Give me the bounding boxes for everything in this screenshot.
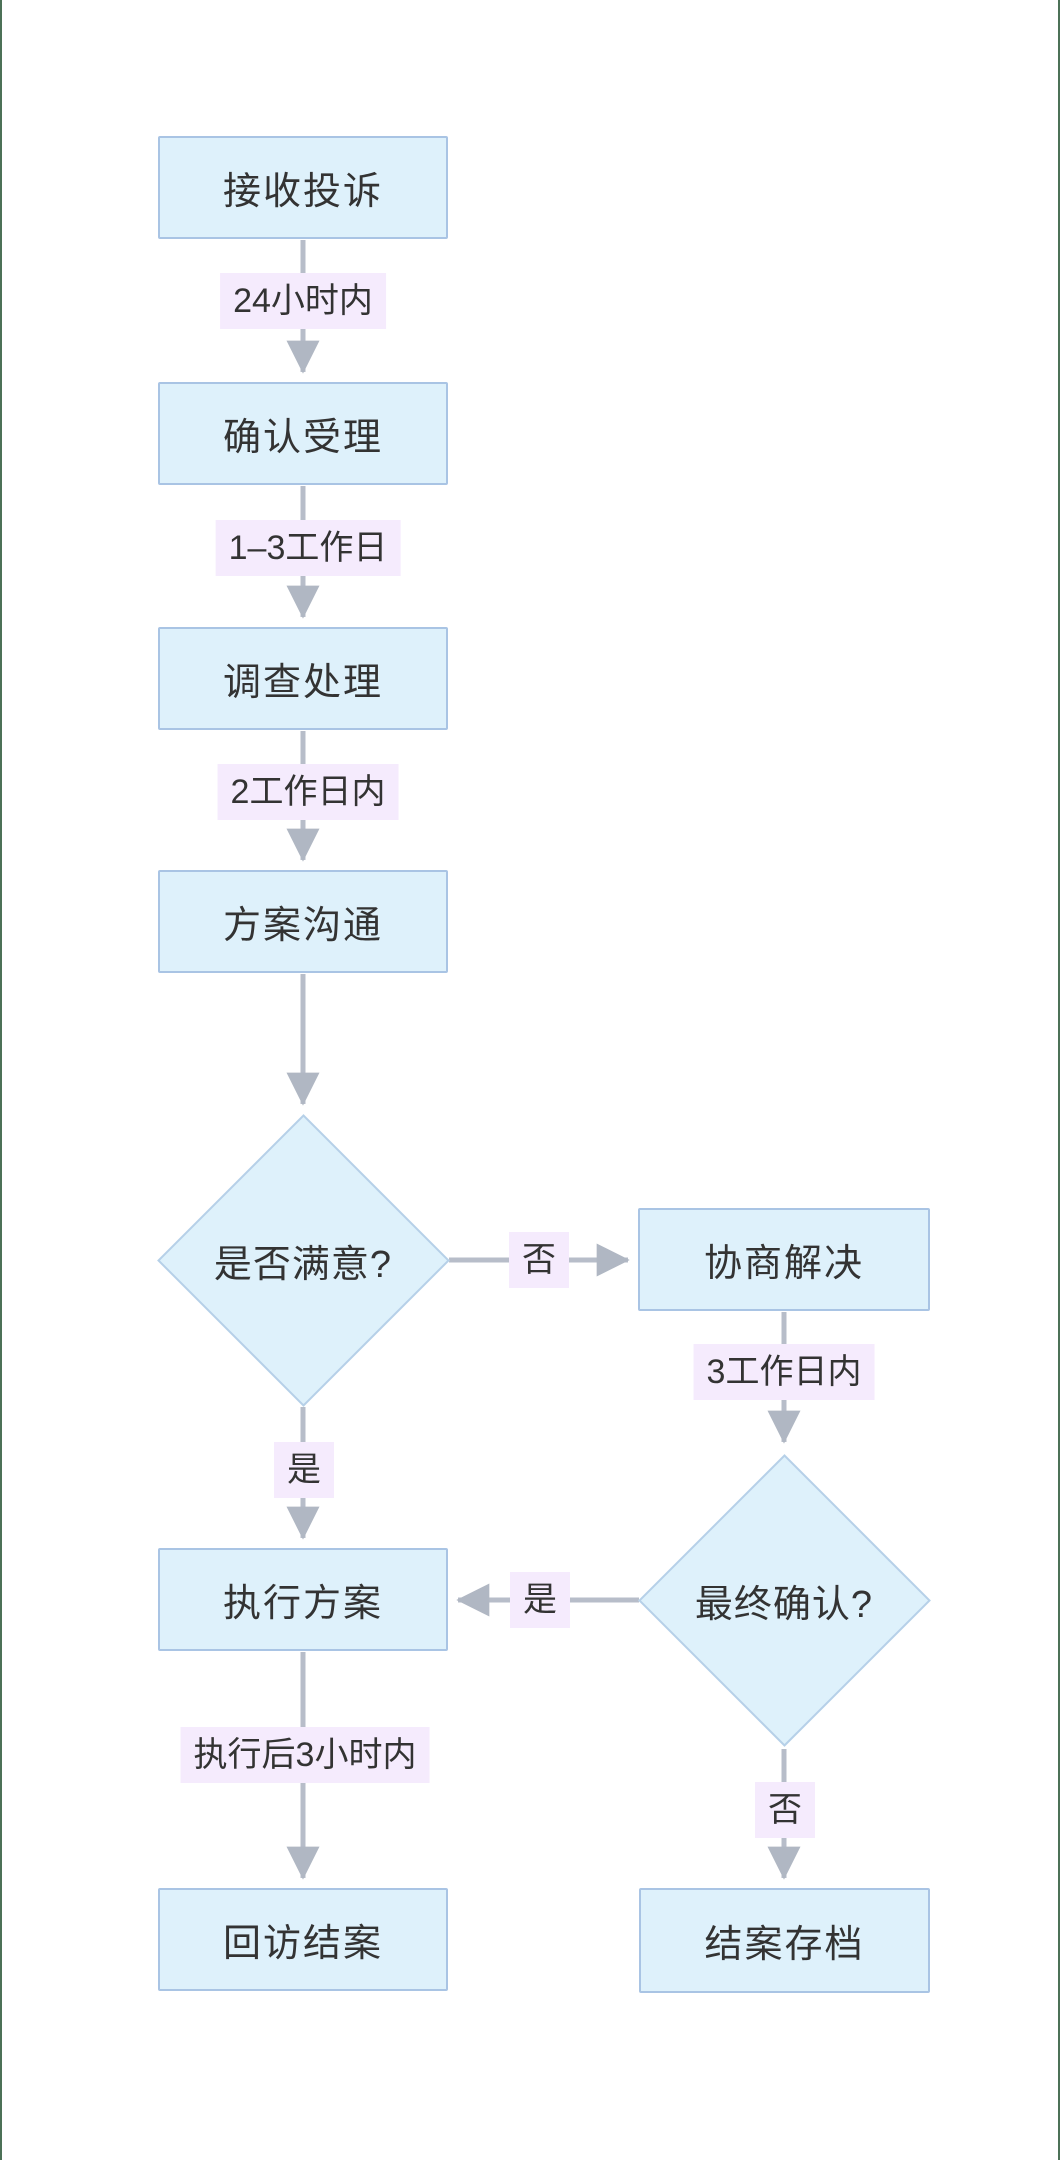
node-confirm-acceptance: 确认受理 <box>158 382 448 485</box>
node-negotiate-resolution: 协商解决 <box>638 1208 930 1311</box>
node-followup-close: 回访结案 <box>158 1888 448 1991</box>
right-border-line <box>1058 0 1060 2160</box>
node-plan-communication: 方案沟通 <box>158 870 448 973</box>
node-label: 确认受理 <box>222 417 383 459</box>
node-label: 结案存档 <box>704 1924 865 1966</box>
edge-label-yes-2: 是 <box>510 1572 570 1628</box>
node-label: 回访结案 <box>222 1923 383 1965</box>
node-label: 协商解决 <box>703 1243 864 1285</box>
decision-final-confirm-label: 最终确认? <box>694 1583 874 1626</box>
edge-label-no-1: 否 <box>509 1232 569 1288</box>
decision-satisfied-label: 是否满意? <box>213 1243 393 1286</box>
node-close-archive: 结案存档 <box>639 1888 930 1993</box>
edge-label-3-workdays: 3工作日内 <box>693 1344 875 1400</box>
edge-label-yes-1: 是 <box>274 1442 334 1498</box>
edge-label-no-2: 否 <box>755 1782 815 1838</box>
edge-label-after-exec-3h: 执行后3小时内 <box>180 1727 430 1783</box>
node-label: 调查处理 <box>222 662 383 704</box>
node-label: 执行方案 <box>222 1583 383 1625</box>
node-label: 方案沟通 <box>222 905 383 947</box>
node-investigate-handle: 调查处理 <box>158 627 448 730</box>
edge-label-24h: 24小时内 <box>220 273 386 329</box>
node-receive-complaint: 接收投诉 <box>158 136 448 239</box>
edge-label-2-workdays: 2工作日内 <box>217 764 399 820</box>
node-execute-plan: 执行方案 <box>158 1548 448 1651</box>
node-label: 接收投诉 <box>222 171 383 213</box>
edge-label-1-3-workdays: 1–3工作日 <box>215 520 401 576</box>
left-border-line <box>0 0 2 2160</box>
